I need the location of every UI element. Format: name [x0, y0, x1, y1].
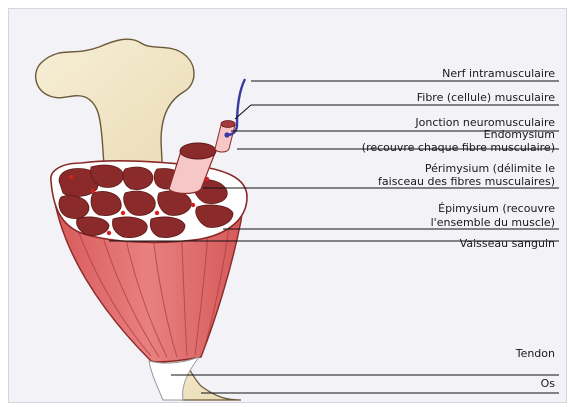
bone-head: [36, 39, 194, 181]
label-endomysium-line1: Endomysium: [484, 128, 555, 141]
label-vaisseau: Vaisseau sanguin: [460, 237, 555, 250]
fascicle-tube-end: [180, 143, 216, 159]
label-epimysium-line1: Épimysium (recouvre: [438, 202, 555, 215]
neuromuscular-junction-dot: [224, 132, 229, 137]
label-os: Os: [541, 377, 556, 390]
label-fibre: Fibre (cellule) musculaire: [417, 91, 555, 104]
diagram-frame: Nerf intramusculaire Fibre (cellule) mus…: [8, 8, 567, 403]
label-epimysium-line2: l'ensemble du muscle): [431, 216, 555, 229]
label-tendon: Tendon: [515, 347, 555, 360]
muscle-anatomy-diagram: Nerf intramusculaire Fibre (cellule) mus…: [9, 9, 566, 402]
label-perimysium-line2: faisceau des fibres musculaires): [378, 175, 555, 188]
label-nerf: Nerf intramusculaire: [442, 67, 555, 80]
muscle-fibre-end: [221, 121, 235, 128]
label-perimysium-line1: Périmysium (délimite le: [425, 162, 555, 175]
label-endomysium-line2: (recouvre chaque fibre musculaire): [362, 141, 555, 154]
